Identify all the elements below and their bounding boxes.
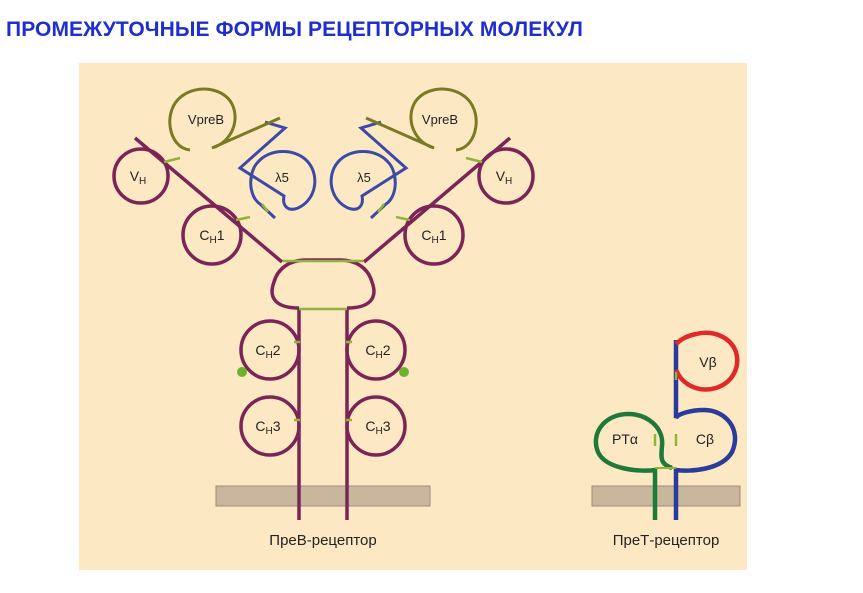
l5-left-chain	[237, 120, 317, 220]
pt-alpha-label: PTα	[612, 431, 638, 447]
preb-caption: ПреВ-рецептор	[269, 532, 376, 549]
vpreb-right-chain	[365, 87, 478, 152]
membrane-pret	[591, 485, 741, 507]
glycosylation-dot-left	[237, 367, 247, 377]
l5-right-label: λ5	[357, 170, 371, 185]
l5-right-chain	[329, 120, 409, 220]
pt-alpha-chain	[593, 411, 673, 520]
vpreb-left-chain	[168, 87, 281, 152]
vh-right-label: VH	[496, 168, 513, 187]
ch1-right-connector	[395, 215, 411, 222]
ch1-left-label: CH1	[199, 227, 224, 246]
vh-right-connector	[465, 156, 483, 164]
vh-left-label: VH	[130, 168, 147, 187]
l5-right-connector	[377, 203, 385, 213]
ch1-left-connector	[235, 215, 251, 222]
membrane-preb	[215, 485, 431, 507]
vh-left-connector	[163, 156, 181, 164]
vpreb-left-label: VpreB	[188, 112, 224, 127]
v-beta-label: Vβ	[699, 354, 716, 370]
ch1-left-domain	[181, 204, 243, 266]
l5-left-connector	[261, 203, 269, 213]
ch1-right-domain	[403, 204, 465, 266]
v-beta-chain	[673, 330, 740, 392]
vh-left-domain	[112, 147, 170, 205]
ch1-right-label: CH1	[421, 227, 446, 246]
c-beta-chain	[673, 340, 738, 520]
domain-links	[294, 340, 352, 422]
pret-caption: ПреТ-рецептор	[613, 532, 720, 549]
ch3-right-label: CH3	[365, 418, 390, 437]
ch2-left-domain	[239, 319, 301, 381]
l5-left-label: λ5	[275, 170, 289, 185]
ch3-left-label: CH3	[255, 418, 280, 437]
glycosylation-dot-right	[399, 367, 409, 377]
vpreb-right-label: VpreB	[422, 112, 458, 127]
page-title: ПРОМЕЖУТОЧНЫЕ ФОРМЫ РЕЦЕПТОРНЫХ МОЛЕКУЛ	[6, 18, 584, 41]
ch2-left-label: CH2	[255, 342, 280, 361]
c-beta-label: Cβ	[696, 431, 714, 447]
receptor-diagram: VpreB VpreB λ5 λ5 VH VH CH1 CH1 CH2 CH2 …	[79, 63, 747, 570]
ch2-right-label: CH2	[365, 342, 390, 361]
ch3-left-domain	[239, 395, 301, 457]
ch2-right-domain	[345, 319, 407, 381]
ch3-right-domain	[345, 395, 407, 457]
vh-right-domain	[477, 147, 535, 205]
